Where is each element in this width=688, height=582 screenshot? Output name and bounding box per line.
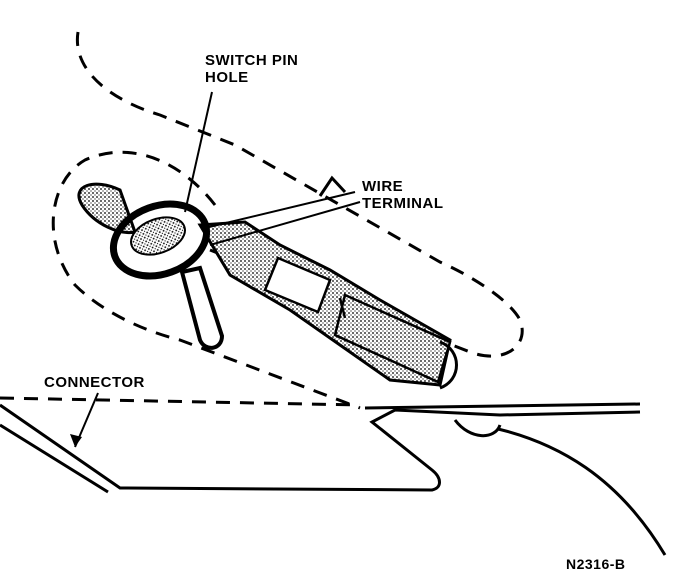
connector-label: CONNECTOR — [44, 374, 145, 391]
housing-outline-dashed — [75, 31, 524, 358]
switch-pin-hole-label-line2: HOLE — [205, 69, 249, 86]
switch-pin-hole-inner — [130, 216, 186, 256]
switch-pin-hole-leader — [184, 91, 213, 213]
wire-terminal-label-line2: TERMINAL — [362, 195, 444, 212]
housing-notch — [318, 175, 347, 197]
connector-lower-curve — [479, 423, 667, 556]
figure-id: N2316-B — [566, 556, 626, 572]
wire-terminal-leader-2 — [209, 201, 361, 246]
connector-top-edge-dashed — [0, 396, 361, 407]
tool-handle — [179, 265, 225, 350]
switch-pin-hole-label-line1: SWITCH PIN — [205, 52, 299, 69]
wire-terminal-label-line1: WIRE — [362, 178, 404, 195]
switch-pin-hole-label: SWITCH PIN HOLE — [205, 52, 298, 86]
crimp-divider — [338, 297, 347, 319]
terminal-outline-dashed — [51, 150, 361, 410]
terminal-crimp-2 — [333, 293, 452, 384]
terminal-tip — [77, 182, 137, 235]
switch-pin-hole-ring — [109, 200, 211, 280]
connector-body-inner — [0, 423, 109, 494]
wire-terminal-label: WIRE TERMINAL — [362, 178, 444, 212]
connector-latch — [453, 419, 502, 438]
connector-leader-arrow — [70, 434, 82, 447]
connector-body — [0, 403, 641, 492]
terminal-crimp-1 — [263, 256, 332, 314]
connector-right-edge — [364, 402, 641, 410]
terminal-end-cap — [439, 340, 458, 390]
wire-terminal-leader-1 — [204, 191, 356, 229]
